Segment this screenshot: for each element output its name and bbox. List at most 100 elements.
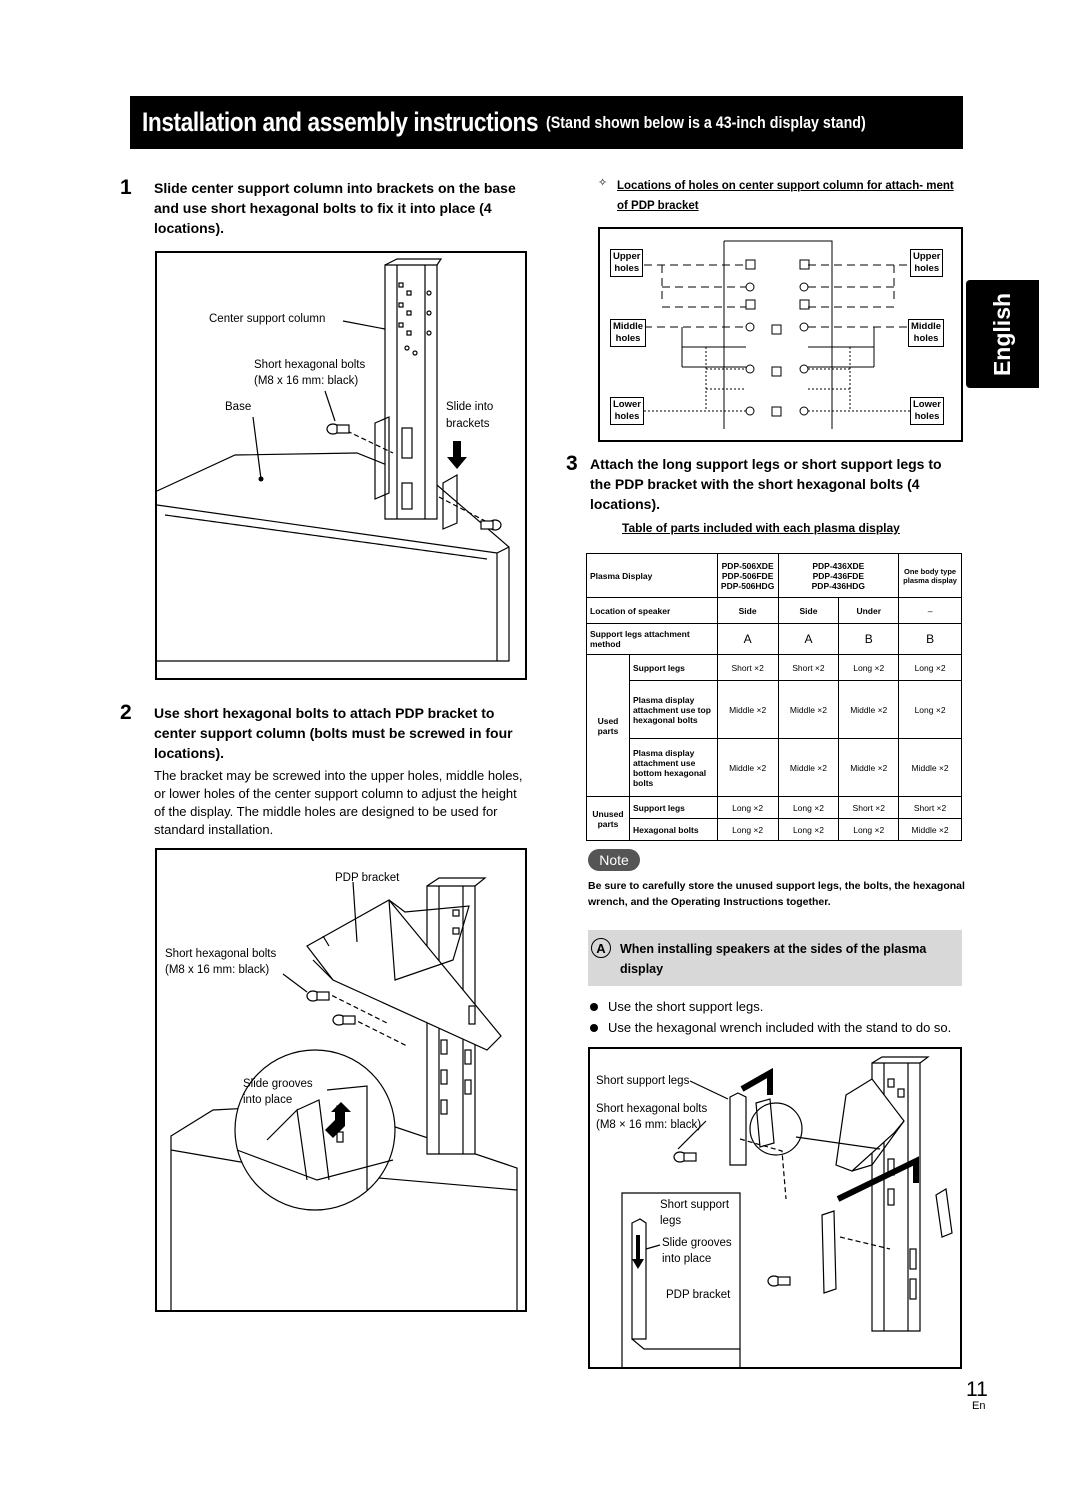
note-text: Be sure to carefully store the unused su… [588, 880, 965, 908]
parts-table-title: Table of parts included with each plasma… [622, 521, 900, 535]
table-cell: Middle ×2 [838, 680, 900, 739]
language-tab-label: English [989, 292, 1015, 376]
label-upper-right-line1: Upper [913, 251, 941, 262]
note-badge: Note [588, 849, 640, 871]
table-cell: Long ×2 [716, 796, 779, 819]
callout-step2-grooves-2: into place [243, 1094, 293, 1106]
callout-speaker-bolts-2: (M8 × 16 mm: black) [596, 1119, 702, 1131]
table-row: Location of speaker Side Side Under – [586, 597, 962, 624]
step-1-drawing [157, 258, 510, 662]
holes-heading: Locations of holes on center support col… [617, 180, 954, 212]
callout-step2-grooves-1: Slide grooves [243, 1078, 313, 1090]
callout-slide-2: brackets [446, 418, 490, 430]
table-cell: Side [777, 597, 840, 624]
step-2-number: 2 [120, 701, 132, 724]
label-lower-left-line2: holes [614, 411, 640, 422]
table-cell: Short ×2 [716, 654, 779, 681]
callout-bolts-1: Short hexagonal bolts [254, 359, 366, 371]
used-parts-label: Used parts [586, 654, 630, 797]
step-1-illustration: Center support column Short hexagonal bo… [155, 251, 527, 680]
page-number: 11 [966, 1378, 988, 1401]
table-row: Plasma display attachment use top hexago… [587, 680, 962, 739]
table-cell: A [777, 623, 840, 655]
header-col2-c: PDP-436HDG [811, 580, 866, 591]
table-cell: Short ×2 [777, 654, 840, 681]
table-cell: Middle ×2 [898, 818, 962, 841]
header-col1-b: PDP-506FDE [721, 570, 774, 581]
callout-inset-legs-2: legs [660, 1215, 682, 1227]
table-cell: Long ×2 [777, 796, 840, 819]
table-cell: Middle ×2 [777, 738, 840, 797]
callout-pdp-bracket: PDP bracket [335, 872, 400, 884]
table-cell: A [716, 623, 779, 655]
header-col1-c: PDP-506HDG [720, 580, 775, 591]
callout-slide-1: Slide into [446, 401, 494, 413]
table-cell: Long ×2 [898, 654, 962, 681]
table-row: Used parts Support legs Short ×2 Short ×… [586, 654, 962, 797]
title-bar: Installation and assembly instructions (… [130, 96, 963, 149]
callout-inset-grooves-1: Slide grooves [662, 1237, 732, 1249]
speaker-illustration: Short support legs Short hexagonal bolts… [588, 1047, 962, 1369]
speaker-section-header: A When installing speakers at the sides … [588, 930, 962, 986]
speaker-drawing [621, 1056, 953, 1367]
row-label: Plasma display attachment use bottom hex… [628, 738, 718, 797]
table-cell: Under [838, 597, 900, 624]
speaker-row-label: Location of speaker [586, 597, 718, 624]
step-2-illustration: PDP bracket Short hexagonal bolts (M8 x … [155, 848, 527, 1312]
label-upper-right-line2: holes [914, 263, 940, 274]
table-cell: Middle ×2 [716, 738, 779, 797]
header-col2-a: PDP-436XDE [812, 560, 865, 571]
table-cell: – [898, 597, 962, 624]
diamond-bullet-icon: ✧ [598, 177, 608, 189]
table-cell: Long ×2 [838, 654, 900, 681]
step-1-heading: Slide center support column into bracket… [154, 180, 516, 236]
callout-step2-bolts-1: Short hexagonal bolts [165, 948, 277, 960]
header-col3: One body type plasma display [898, 553, 962, 598]
label-middle-left-line1: Middle [613, 321, 644, 332]
page-language-code: En [972, 1400, 986, 1412]
table-row: Plasma display attachment use bottom hex… [587, 738, 962, 797]
step-3-number: 3 [566, 452, 578, 475]
label-middle-right-line2: holes [913, 333, 939, 344]
callout-base: Base [225, 401, 252, 413]
page-subtitle: (Stand shown below is a 43-inch display … [545, 112, 866, 132]
label-lower-right-line2: holes [914, 411, 940, 422]
row-label: Hexagonal bolts [628, 818, 718, 841]
label-upper-left-line1: Upper [613, 251, 641, 262]
table-cell: B [898, 623, 962, 655]
table-cell: Long ×2 [838, 818, 900, 841]
table-cell: Middle ×2 [777, 680, 840, 739]
label-lower-right-line1: Lower [913, 399, 941, 410]
header-col1-a: PDP-506XDE [721, 560, 774, 571]
header-col2-b: PDP-436FDE [812, 570, 865, 581]
bullet-item: Use the hexagonal wrench included with t… [588, 1019, 951, 1037]
callout-center-column: Center support column [209, 313, 326, 325]
speaker-section-title: When installing speakers at the sides of… [620, 942, 927, 976]
callout-bolts-2: (M8 x 16 mm: black) [254, 375, 359, 387]
table-cell: Long ×2 [716, 818, 779, 841]
callout-inset-legs-1: Short support [660, 1199, 730, 1211]
table-cell: Short ×2 [898, 796, 962, 819]
language-tab: English [966, 280, 1039, 388]
label-middle-right-line1: Middle [911, 321, 942, 332]
header-label: Plasma Display [586, 553, 718, 598]
row-label: Support legs [628, 796, 718, 819]
label-middle-left-line2: holes [615, 333, 641, 344]
table-row: Unused parts Support legs Long ×2 Long ×… [586, 796, 962, 841]
row-label: Plasma display attachment use top hexago… [628, 680, 718, 739]
table-cell: Middle ×2 [898, 738, 962, 797]
callout-step2-bolts-2: (M8 x 16 mm: black) [165, 964, 270, 976]
table-cell: Side [716, 597, 779, 624]
speaker-letter-badge: A [591, 938, 611, 958]
callout-short-legs: Short support legs [596, 1075, 690, 1087]
